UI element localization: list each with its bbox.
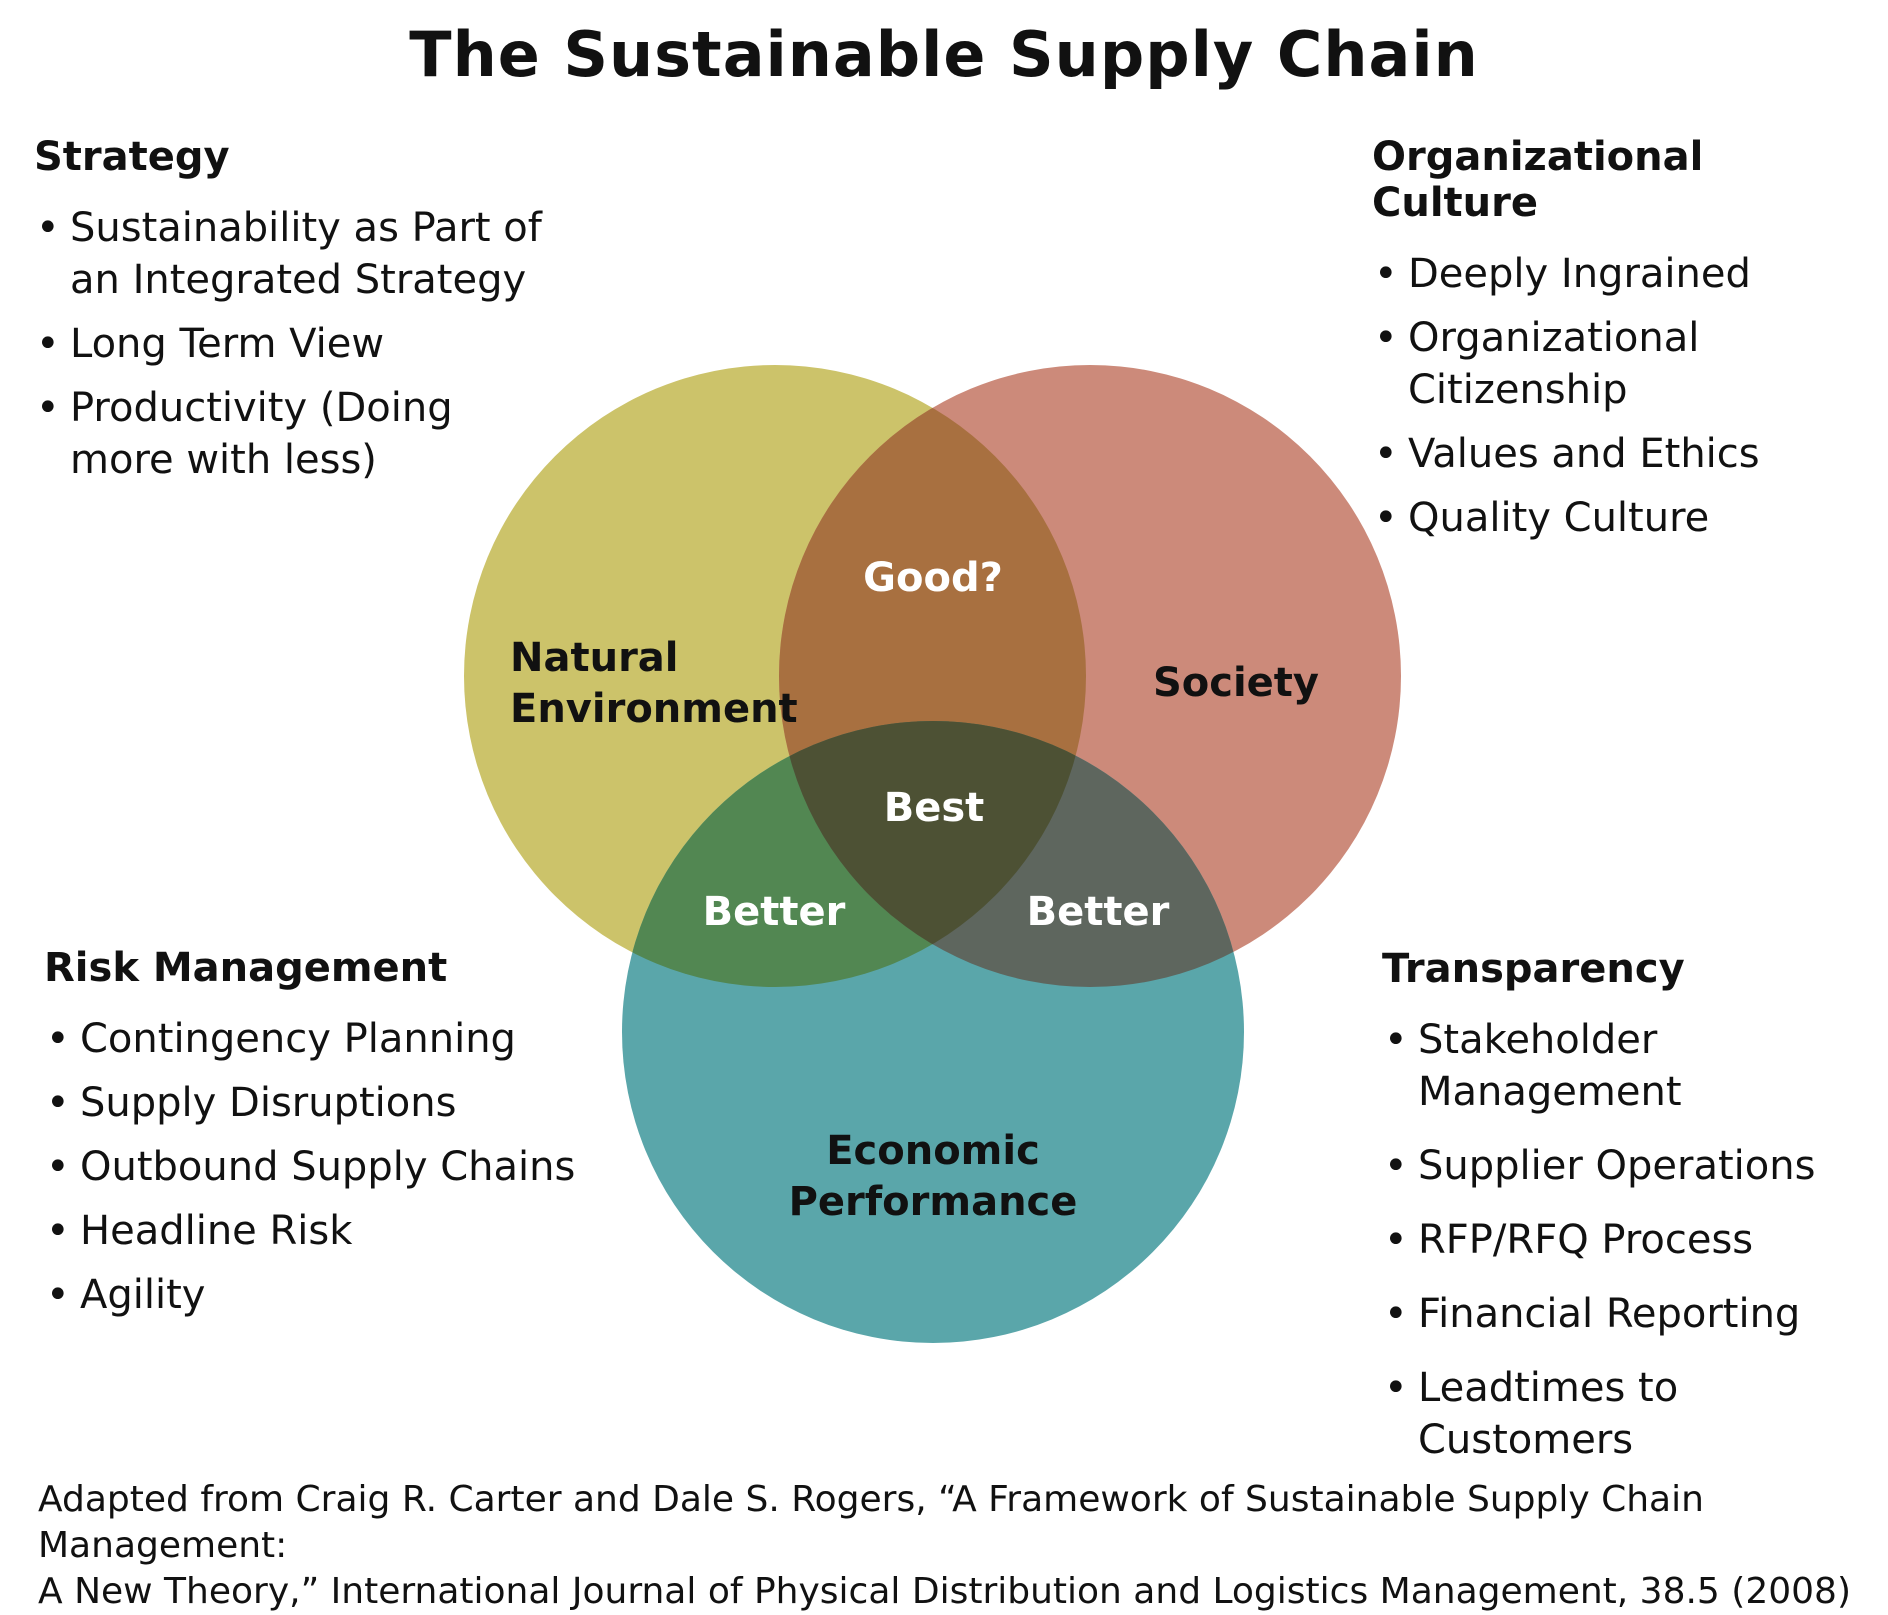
list-item: Supply Disruptions xyxy=(44,1077,604,1129)
list-item: Stakeholder Management xyxy=(1382,1014,1882,1118)
list-item: Productivity (Doing more with less) xyxy=(34,382,554,486)
list-item: Agility xyxy=(44,1269,604,1321)
list-item: Sustainability as Part of an Integrated … xyxy=(34,202,554,306)
list-item: Quality Culture xyxy=(1372,492,1882,544)
transparency-heading: Transparency xyxy=(1382,946,1685,992)
list-item: Financial Reporting xyxy=(1382,1288,1882,1340)
economic-performance-label: Economic xyxy=(826,1128,1040,1174)
better-right-label: Better xyxy=(1027,889,1170,935)
environment-economic-overlap xyxy=(622,721,1086,987)
list-item: Leadtimes to Customers xyxy=(1382,1362,1882,1466)
citation-footer: Adapted from Craig R. Carter and Dale S.… xyxy=(38,1477,1868,1615)
list-item: Organizational Citizenship xyxy=(1372,312,1882,416)
list-item: Contingency Planning xyxy=(44,1013,604,1065)
page-title: The Sustainable Supply Chain xyxy=(409,18,1479,91)
better-left-label: Better xyxy=(703,889,846,935)
best-label: Best xyxy=(884,785,985,831)
transparency-list: Stakeholder Management Supplier Operatio… xyxy=(1382,1014,1882,1466)
strategy-list: Sustainability as Part of an Integrated … xyxy=(34,202,554,486)
list-item: Values and Ethics xyxy=(1372,428,1882,480)
economic-performance-label-line2: Performance xyxy=(789,1179,1078,1225)
risk-management-heading: Risk Management xyxy=(44,945,448,991)
transparency-section: Transparency Stakeholder Management Supp… xyxy=(1382,946,1882,1488)
list-item: RFP/RFQ Process xyxy=(1382,1214,1882,1266)
strategy-section: Strategy Sustainability as Part of an In… xyxy=(34,134,554,498)
natural-environment-label: Natural xyxy=(510,635,679,681)
society-economic-overlap xyxy=(779,721,1244,987)
list-item: Deeply Ingrained xyxy=(1372,248,1882,300)
society-label: Society xyxy=(1153,660,1319,706)
risk-management-list: Contingency Planning Supply Disruptions … xyxy=(44,1013,604,1321)
list-item: Supplier Operations xyxy=(1382,1140,1882,1192)
list-item: Long Term View xyxy=(34,318,554,370)
citation-line-1: Adapted from Craig R. Carter and Dale S.… xyxy=(38,1479,1704,1566)
good-label: Good? xyxy=(863,555,1003,601)
organizational-culture-heading: Organizational Culture xyxy=(1372,134,1704,226)
risk-management-section: Risk Management Contingency Planning Sup… xyxy=(44,945,604,1333)
organizational-culture-list: Deeply Ingrained Organizational Citizens… xyxy=(1372,248,1882,544)
list-item: Headline Risk xyxy=(44,1205,604,1257)
list-item: Outbound Supply Chains xyxy=(44,1141,604,1193)
strategy-heading: Strategy xyxy=(34,134,230,180)
natural-environment-label-line2: Environment xyxy=(510,686,798,732)
organizational-culture-section: Organizational Culture Deeply Ingrained … xyxy=(1372,134,1882,556)
citation-line-2: A New Theory,” International Journal of … xyxy=(38,1571,1851,1612)
